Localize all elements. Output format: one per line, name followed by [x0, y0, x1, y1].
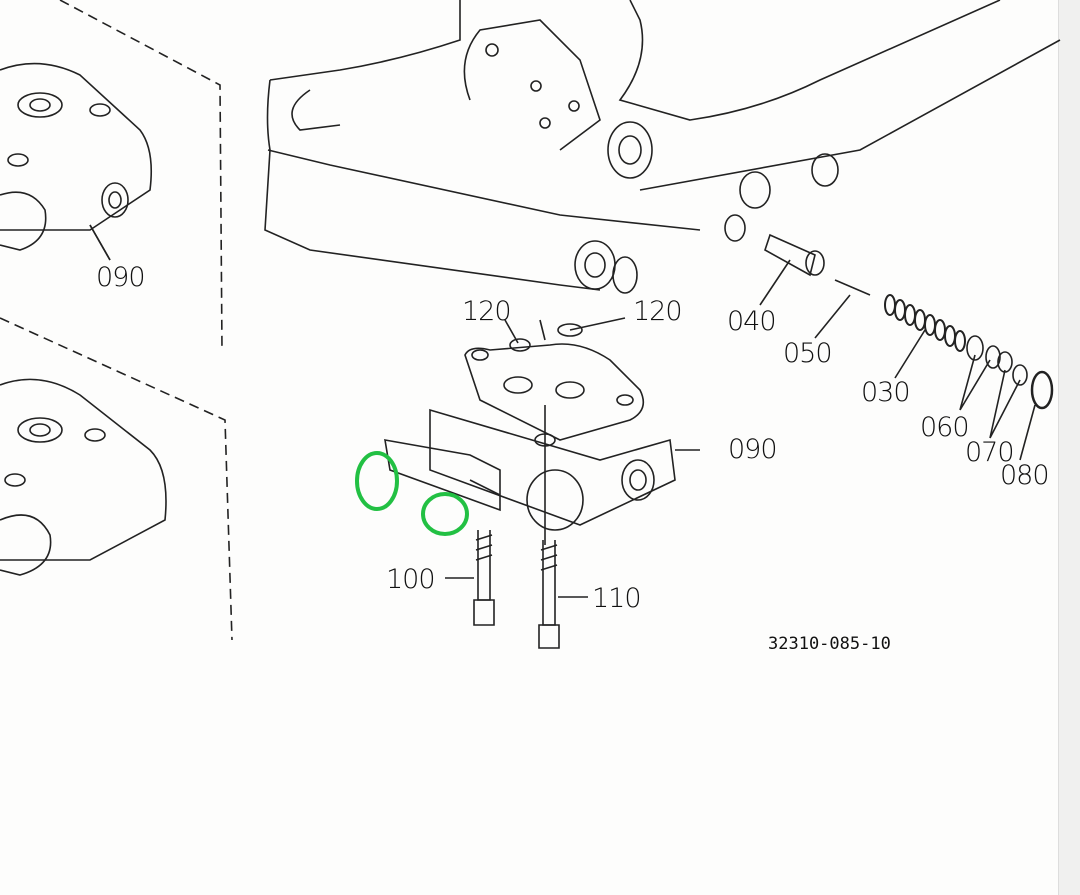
highlight-circle-screw-1	[355, 451, 399, 511]
valve-block-bottom-left	[0, 378, 167, 576]
part-label-080: 080	[1000, 460, 1050, 491]
leader-090-top	[89, 224, 111, 261]
spring-assembly	[759, 233, 1054, 461]
part-label-110: 110	[592, 583, 642, 614]
part-label-120-b: 120	[633, 296, 683, 327]
reference-number: 32310-085-10	[768, 634, 891, 654]
dashed-frame-bottom	[0, 317, 233, 641]
lift-arm-housing	[264, 0, 1061, 294]
valve-block-top-left	[0, 62, 153, 261]
control-valve-body	[384, 319, 700, 545]
page-edge	[1058, 0, 1080, 895]
bolt-100	[445, 530, 495, 626]
part-label-100: 100	[386, 564, 436, 595]
leader-120-a	[504, 319, 519, 344]
bolt-110	[538, 540, 588, 649]
part-label-060: 060	[920, 412, 970, 443]
part-label-070: 070	[965, 437, 1015, 468]
part-label-090-top: 090	[96, 262, 146, 293]
part-label-040: 040	[727, 306, 777, 337]
highlight-circle-screw-2	[421, 492, 469, 536]
leader-120	[569, 317, 626, 331]
part-label-090: 090	[728, 434, 778, 465]
part-label-050: 050	[783, 338, 833, 369]
dashed-frame-top	[59, 0, 223, 351]
part-label-030: 030	[861, 377, 911, 408]
part-label-120-a: 120	[462, 296, 512, 327]
